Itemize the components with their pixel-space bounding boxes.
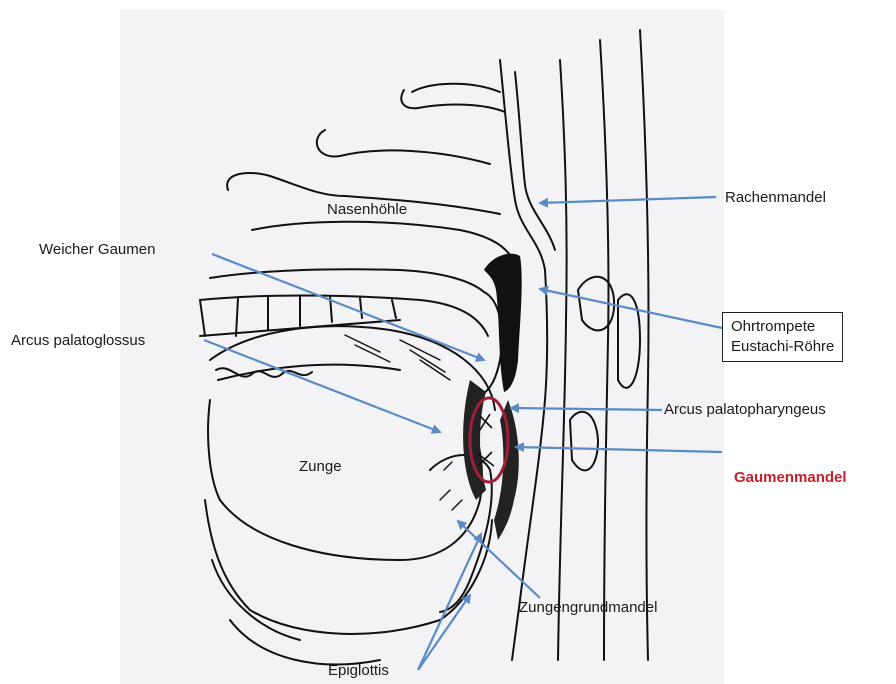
label-box-ohrtrompete: Ohrtrompete Eustachi-Röhre [722, 312, 843, 362]
label-gaumenmandel: Gaumenmandel [734, 469, 847, 487]
label-epiglottis: Epiglottis [328, 662, 389, 680]
label-zunge: Zunge [299, 458, 342, 476]
label-eustachi-roehre: Eustachi-Röhre [731, 337, 834, 357]
sketch-panel [120, 10, 724, 684]
label-ohrtrompete: Ohrtrompete [731, 317, 834, 337]
label-arcus-palatoglossus: Arcus palatoglossus [11, 332, 145, 350]
label-nasenhoehle: Nasenhöhle [327, 201, 407, 219]
label-zungengrundmandel: Zungengrundmandel [519, 599, 657, 617]
label-weicher-gaumen: Weicher Gaumen [39, 241, 155, 259]
label-rachenmandel: Rachenmandel [725, 189, 826, 207]
label-arcus-palatopharyngeus: Arcus palatopharyngeus [664, 401, 826, 419]
